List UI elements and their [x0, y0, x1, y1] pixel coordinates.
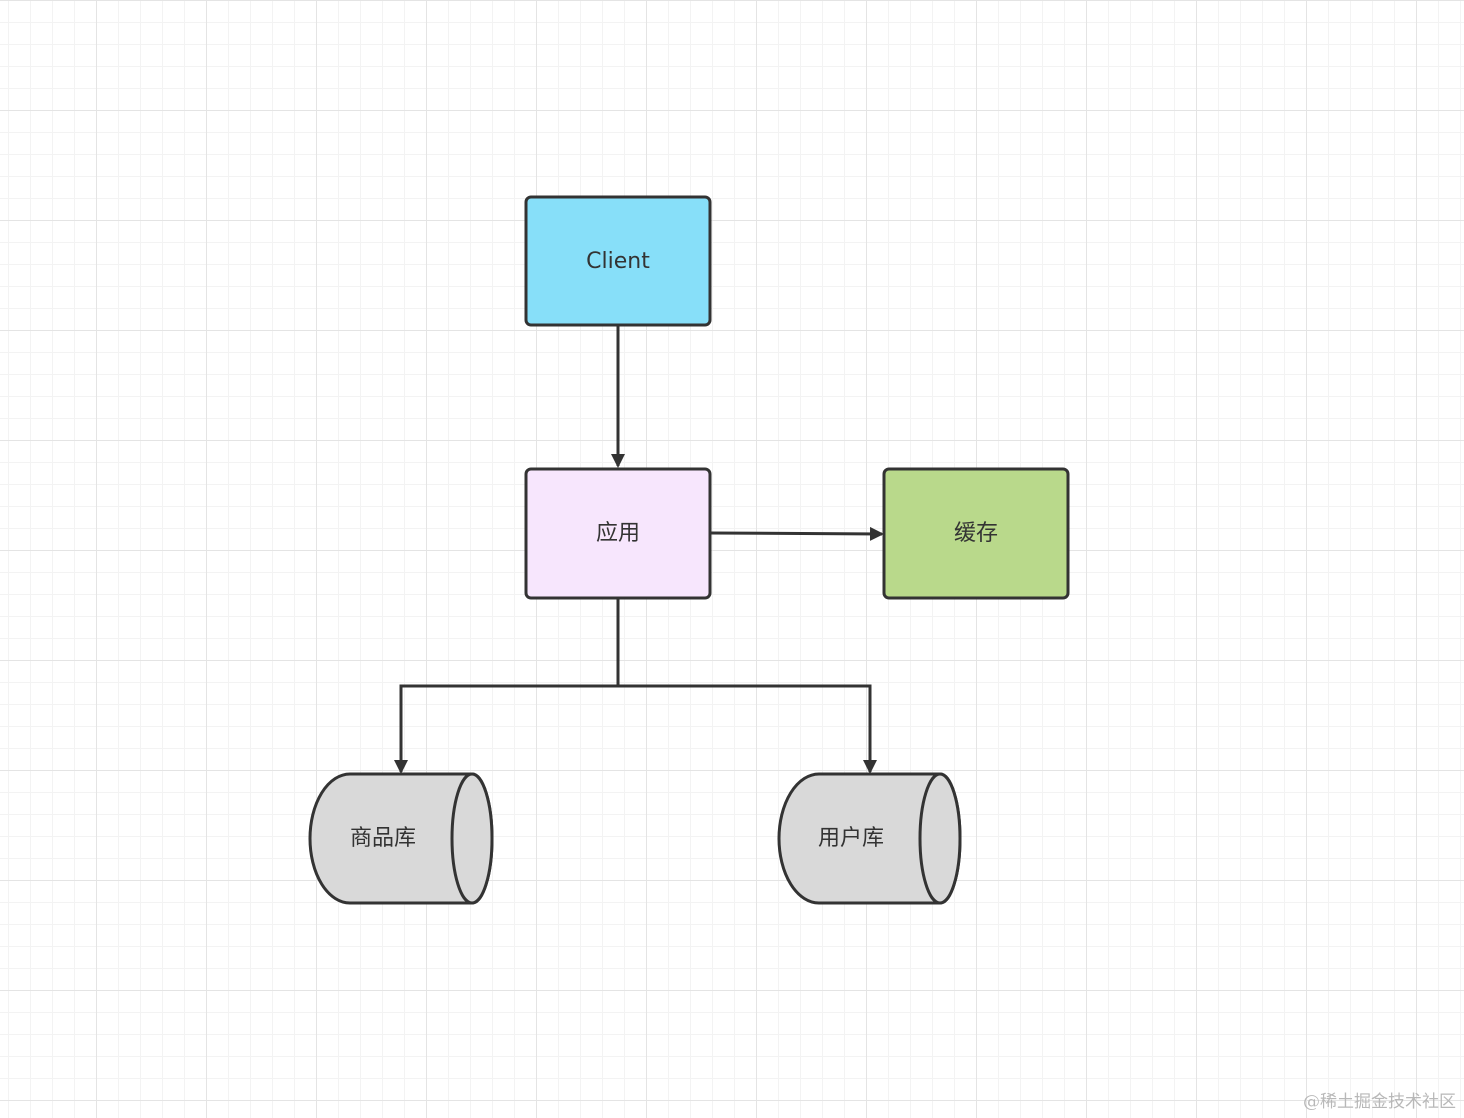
client-label: Client: [586, 249, 650, 274]
edge-app-to-cache: [709, 526, 884, 541]
client-node[interactable]: Client: [524, 195, 712, 327]
cache-label: 缓存: [954, 521, 998, 546]
app-box: [524, 467, 712, 600]
client-box: [524, 195, 712, 327]
edge-app-to-product-db: [394, 598, 620, 774]
product-db-node[interactable]: 商品库: [308, 772, 494, 905]
edge-app-to-user-db: [618, 684, 877, 774]
user-db-cylinder-cap: [918, 772, 962, 905]
cache-node[interactable]: 缓存: [882, 467, 1070, 600]
user-db-node[interactable]: 用户库: [777, 772, 962, 905]
edges: [394, 325, 884, 774]
app-node[interactable]: 应用: [524, 467, 712, 600]
product-db-cylinder-cap: [450, 772, 494, 905]
cache-box: [882, 467, 1070, 600]
user-db-label: 用户库: [818, 826, 884, 851]
product-db-label: 商品库: [350, 826, 416, 851]
watermark-text: @稀土掘金技术社区: [1303, 1092, 1456, 1112]
app-label: 应用: [596, 521, 640, 546]
